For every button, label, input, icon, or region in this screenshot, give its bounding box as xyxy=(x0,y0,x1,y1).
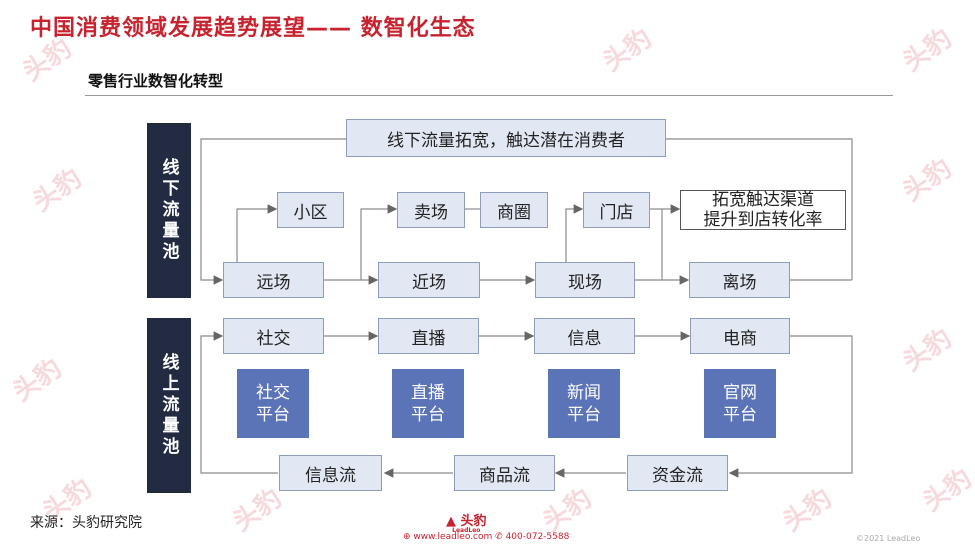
footer-phone: 400-072-5588 xyxy=(505,532,570,542)
scene-yuanchang: 远场 xyxy=(223,262,324,298)
flow-information: 信息流 xyxy=(279,455,382,491)
node-xiaoqu: 小区 xyxy=(277,192,344,228)
online-pool-label: 线上流量池 xyxy=(147,318,191,493)
web-icon: ⊕ xyxy=(403,532,411,542)
page-title: 中国消费领域发展趋势展望—— 数智化生态 xyxy=(30,16,476,41)
platform-live: 直播平台 xyxy=(392,369,464,438)
flow-goods: 商品流 xyxy=(454,455,555,491)
scene-lichang: 离场 xyxy=(689,262,790,298)
leadleo-logo: ▲ 头豹 LeadLeo xyxy=(446,514,487,534)
platform-news: 新闻平台 xyxy=(548,369,620,438)
footer-contact: ⊕ www.leadleo.com ✆ 400-072-5588 xyxy=(403,532,569,542)
node-maichang: 卖场 xyxy=(397,192,465,228)
footer-url[interactable]: www.leadleo.com xyxy=(413,532,493,542)
goal-box: 拓宽触达渠道 提升到店转化率 xyxy=(680,190,846,230)
section-subtitle: 零售行业数智化转型 xyxy=(88,72,224,90)
channel-info: 信息 xyxy=(534,318,635,354)
source-note: 来源：头豹研究院 xyxy=(30,515,142,531)
top-banner: 线下流量拓宽，触达潜在消费者 xyxy=(346,119,666,157)
phone-icon: ✆ xyxy=(495,532,503,542)
channel-social: 社交 xyxy=(223,318,324,354)
copyright: ©2021 LeadLeo xyxy=(856,534,921,543)
subtitle-divider xyxy=(85,95,893,96)
platform-social: 社交平台 xyxy=(237,369,309,438)
offline-pool-label: 线下流量池 xyxy=(147,123,191,298)
platform-official-site: 官网平台 xyxy=(704,369,776,438)
flow-capital: 资金流 xyxy=(627,455,728,491)
channel-live: 直播 xyxy=(378,318,479,354)
node-mendian: 门店 xyxy=(583,192,650,228)
scene-xianchang: 现场 xyxy=(535,262,635,298)
node-shangquan: 商圈 xyxy=(480,192,548,228)
goal-line-1: 拓宽触达渠道 xyxy=(712,190,814,210)
channel-ecommerce: 电商 xyxy=(690,318,790,354)
logo-icon: ▲ xyxy=(446,514,456,529)
goal-line-2: 提升到店转化率 xyxy=(703,210,823,230)
scene-jinchang: 近场 xyxy=(378,262,480,298)
